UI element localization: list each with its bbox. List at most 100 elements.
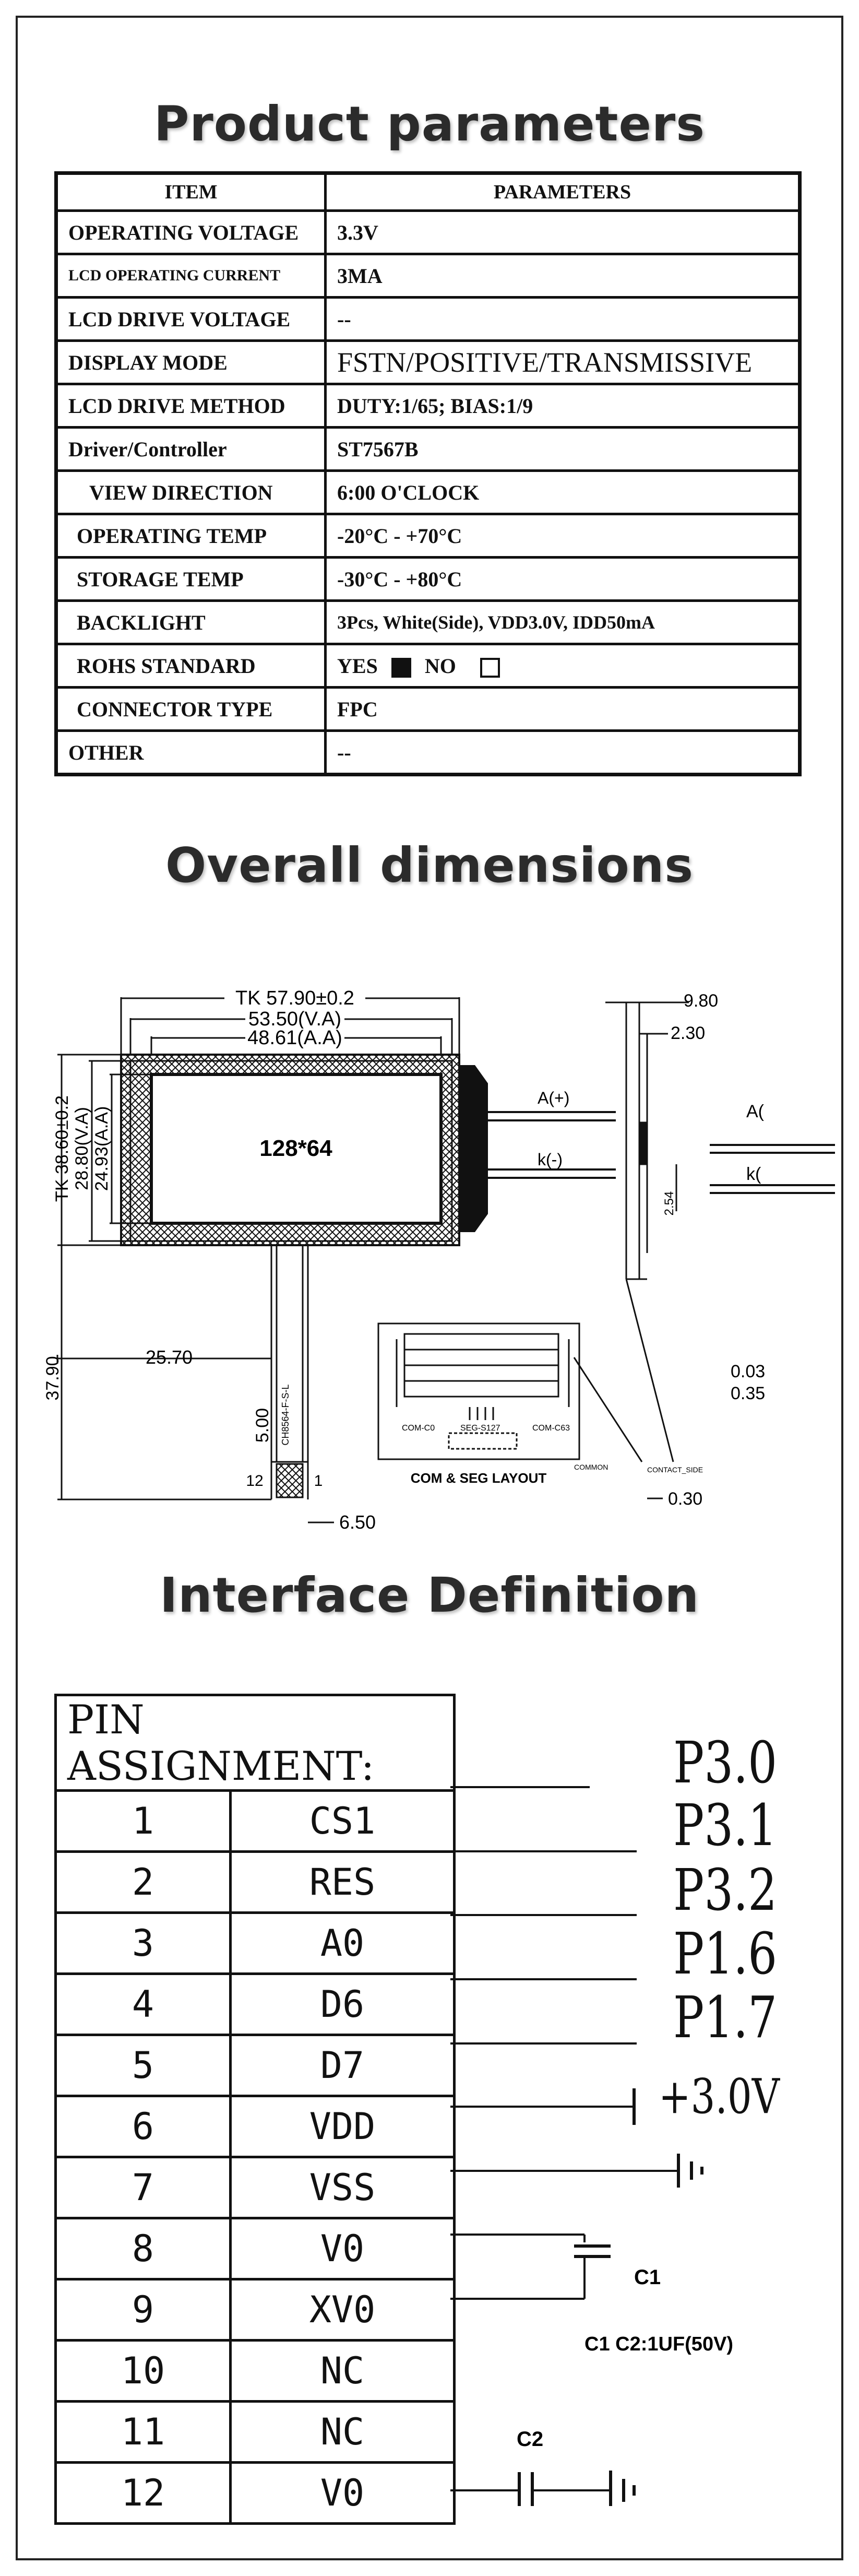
table-row: BACKLIGHT 3Pcs, White(Side), VDD3.0V, ID… xyxy=(55,599,801,645)
fpc-offset-label: 25.70 xyxy=(146,1346,193,1368)
pin-signal: NC xyxy=(229,2400,456,2464)
param-item: LCD OPERATING CURRENT xyxy=(55,253,327,299)
param-value: 3MA xyxy=(324,253,801,299)
pin-signal: XV0 xyxy=(229,2278,456,2342)
pin-number: 4 xyxy=(54,1972,232,2036)
pin-number: 11 xyxy=(54,2400,232,2464)
tk-height-label: TK 38.60±0.2 xyxy=(52,1095,72,1202)
port-p3-1: P3.1 xyxy=(673,1792,778,1859)
cathode-label: k(-) xyxy=(538,1150,563,1169)
param-item: BACKLIGHT xyxy=(55,599,327,645)
signal-wires xyxy=(450,1786,703,2506)
param-item: VIEW DIRECTION xyxy=(55,469,327,515)
param-value: 3Pcs, White(Side), VDD3.0V, IDD50mA xyxy=(324,599,801,645)
table-row: Driver/Controller ST7567B xyxy=(55,426,801,472)
lcd-module: 128*64 xyxy=(120,1054,460,1246)
fpc-pitch-label: 5.00 xyxy=(253,1408,272,1443)
height-dimensions xyxy=(57,1054,271,1500)
aa-height-label: 24.93(A.A) xyxy=(92,1106,112,1191)
pin-header-row: PIN ASSIGNMENT: xyxy=(54,1694,456,1792)
param-item: DISPLAY MODE xyxy=(55,339,327,385)
layout-com-c63-label: COM-C63 xyxy=(532,1424,570,1433)
side-view xyxy=(573,1001,689,1499)
side-thickness-label: 9.80 xyxy=(684,991,718,1011)
table-row: VIEW DIRECTION 6:00 O'CLOCK xyxy=(55,469,801,515)
pin-assignment-header: PIN ASSIGNMENT: xyxy=(54,1694,456,1792)
pin-signal: CS1 xyxy=(229,1789,456,1853)
com-seg-layout xyxy=(377,1322,580,1460)
interface-definition-title: Interface Definition xyxy=(159,1567,700,1623)
param-value: DUTY:1/65; BIAS:1/9 xyxy=(324,383,801,429)
pin-signal: D6 xyxy=(229,1972,456,2036)
param-value: ST7567B xyxy=(324,426,801,472)
resolution-label: 128*64 xyxy=(259,1136,332,1161)
table-row: LCD DRIVE METHOD DUTY:1/65; BIAS:1/9 xyxy=(55,383,801,429)
param-item: Driver/Controller xyxy=(55,426,327,472)
side-contact-label: CONTACT_SIDE xyxy=(647,1466,703,1474)
param-item: OPERATING TEMP xyxy=(55,513,327,559)
anode-label: A(+) xyxy=(538,1089,569,1107)
cap-note-label: C1 C2:1UF(50V) xyxy=(584,2333,733,2355)
anode-right-label: A( xyxy=(746,1102,765,1121)
param-value: FPC xyxy=(324,686,801,732)
param-item: OTHER xyxy=(55,729,327,776)
fpc-part-label: CH8564-F-S-L xyxy=(280,1384,291,1445)
tolerance-1-label: 0.03 xyxy=(731,1362,765,1381)
pin-number: 7 xyxy=(54,2156,232,2219)
table-row: LCD DRIVE VOLTAGE -- xyxy=(55,296,801,342)
cathode-right-label: k( xyxy=(746,1164,761,1184)
param-item: OPERATING VOLTAGE xyxy=(55,209,327,255)
product-parameters-title: Product parameters xyxy=(153,96,706,152)
table-row: OTHER -- xyxy=(55,729,801,776)
pin-number: 6 xyxy=(54,2095,232,2158)
pin-signal: V0 xyxy=(229,2461,456,2525)
pin-number: 3 xyxy=(54,1911,232,1975)
tolerance-2-label: 0.35 xyxy=(731,1384,765,1403)
param-value: 3.3V xyxy=(324,209,801,255)
param-value: -20°C - +70°C xyxy=(324,513,801,559)
pin-signal: VSS xyxy=(229,2156,456,2219)
pin-number: 1 xyxy=(54,1789,232,1853)
va-width-label: 53.50(V.A) xyxy=(248,1008,341,1030)
port-p1-7: P1.7 xyxy=(673,1984,778,2051)
dimension-drawing: TK 57.90±0.2 53.50(V.A) 48.61(A.A) 128*6… xyxy=(43,987,835,1533)
fpc-width-label: 6.50 xyxy=(339,1511,376,1533)
param-item: CONNECTOR TYPE xyxy=(55,686,327,732)
pin-number: 9 xyxy=(54,2278,232,2342)
side-glass-label: 2.30 xyxy=(671,1023,705,1043)
rohs-yes-label: YES xyxy=(337,654,378,678)
pin-number: 8 xyxy=(54,2217,232,2280)
pin-number: 2 xyxy=(54,1850,232,1914)
table-row: OPERATING VOLTAGE 3.3V xyxy=(55,209,801,255)
param-item: STORAGE TEMP xyxy=(55,556,327,602)
param-value: -30°C - +80°C xyxy=(324,556,801,602)
wiring-diagram: C1 C1 C2:1UF(50V) C2 xyxy=(450,1786,733,2506)
cap-c1-label: C1 xyxy=(634,2266,661,2289)
pin-number: 12 xyxy=(54,2461,232,2525)
pin-signal: RES xyxy=(229,1850,456,1914)
layout-seg-label: SEG-S127 xyxy=(460,1424,500,1433)
pin-number: 10 xyxy=(54,2339,232,2403)
header-item: ITEM xyxy=(55,172,327,212)
port-p1-6: P1.6 xyxy=(673,1920,778,1987)
backlight-leads xyxy=(459,1065,616,1232)
overall-height-label: 37.90 xyxy=(43,1356,63,1400)
layout-com-c0-label: COM-C0 xyxy=(402,1424,435,1433)
parameters-table: ITEM PARAMETERS OPERATING VOLTAGE 3.3V L… xyxy=(54,171,802,776)
vdd-voltage-label: +3.0V xyxy=(659,2069,780,2124)
table-header-row: ITEM PARAMETERS xyxy=(55,172,801,212)
